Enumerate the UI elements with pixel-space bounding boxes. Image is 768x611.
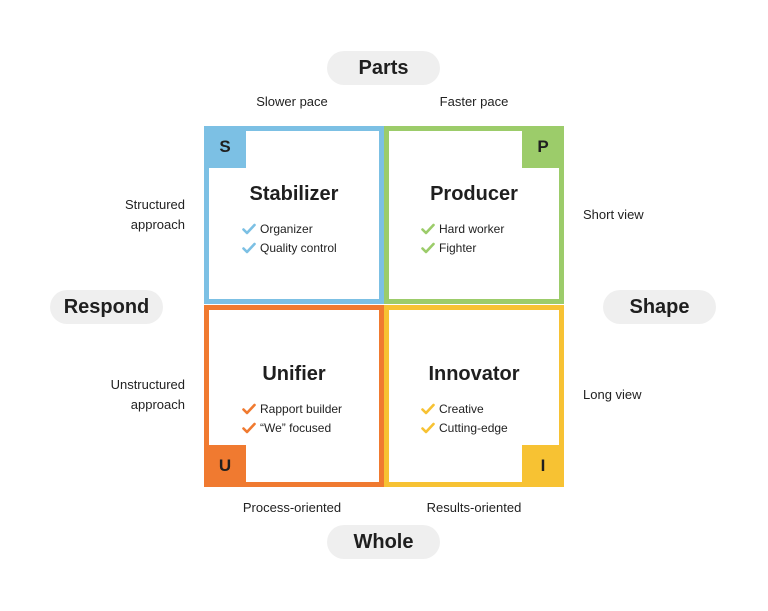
badge-s: S: [204, 126, 246, 168]
item-label: Cutting-edge: [439, 420, 508, 435]
label-slower-pace: Slower pace: [256, 94, 328, 109]
check-icon: [421, 223, 435, 234]
item-label: Fighter: [439, 240, 477, 255]
axis-respond-pill: Respond: [50, 290, 163, 324]
list-item: Rapport builder: [242, 399, 342, 418]
quadrant-list: Creative Cutting-edge: [421, 399, 508, 437]
label-faster-pace: Faster pace: [439, 94, 509, 109]
badge-p: P: [522, 126, 564, 168]
check-icon: [421, 242, 435, 253]
label-structured-approach: Structured approach: [60, 195, 185, 235]
list-item: Fighter: [421, 238, 504, 257]
check-icon: [242, 403, 256, 414]
list-item: Creative: [421, 399, 508, 418]
label-long-view: Long view: [583, 387, 642, 402]
label-approach-2: approach: [130, 397, 185, 412]
quadrant-title: Producer: [430, 183, 518, 205]
check-icon: [242, 422, 256, 433]
list-item: “We” focused: [242, 418, 342, 437]
list-item: Quality control: [242, 238, 337, 257]
quadrant-stabilizer: Stabilizer Organizer Quality control: [204, 126, 384, 304]
check-icon: [242, 242, 256, 253]
label-approach-1: approach: [130, 217, 185, 232]
quadrant-title: Innovator: [428, 363, 520, 385]
check-icon: [421, 422, 435, 433]
quadrant-title: Stabilizer: [249, 183, 339, 205]
item-label: Organizer: [260, 221, 313, 236]
item-label: “We” focused: [260, 420, 332, 435]
list-item: Hard worker: [421, 219, 504, 238]
label-process-oriented: Process-oriented: [242, 500, 342, 515]
item-label: Quality control: [260, 240, 337, 255]
list-item: Cutting-edge: [421, 418, 508, 437]
axis-shape-pill: Shape: [603, 290, 716, 324]
label-unstructured: Unstructured: [110, 377, 185, 392]
label-short-view: Short view: [583, 207, 644, 222]
item-label: Creative: [439, 401, 484, 416]
item-label: Rapport builder: [260, 401, 343, 416]
list-item: Organizer: [242, 219, 337, 238]
quadrant-list: Organizer Quality control: [242, 219, 337, 257]
badge-u: U: [204, 445, 246, 487]
quadrant-list: Rapport builder “We” focused: [242, 399, 342, 437]
quadrant-title: Unifier: [262, 363, 326, 385]
label-results-oriented: Results-oriented: [426, 500, 522, 515]
axis-whole-pill: Whole: [327, 525, 440, 559]
check-icon: [242, 223, 256, 234]
check-icon: [421, 403, 435, 414]
label-unstructured-approach: Unstructured approach: [60, 375, 185, 415]
quadrant-list: Hard worker Fighter: [421, 219, 504, 257]
badge-i: I: [522, 445, 564, 487]
item-label: Hard worker: [439, 221, 505, 236]
axis-parts-pill: Parts: [327, 51, 440, 85]
label-structured: Structured: [125, 197, 185, 212]
